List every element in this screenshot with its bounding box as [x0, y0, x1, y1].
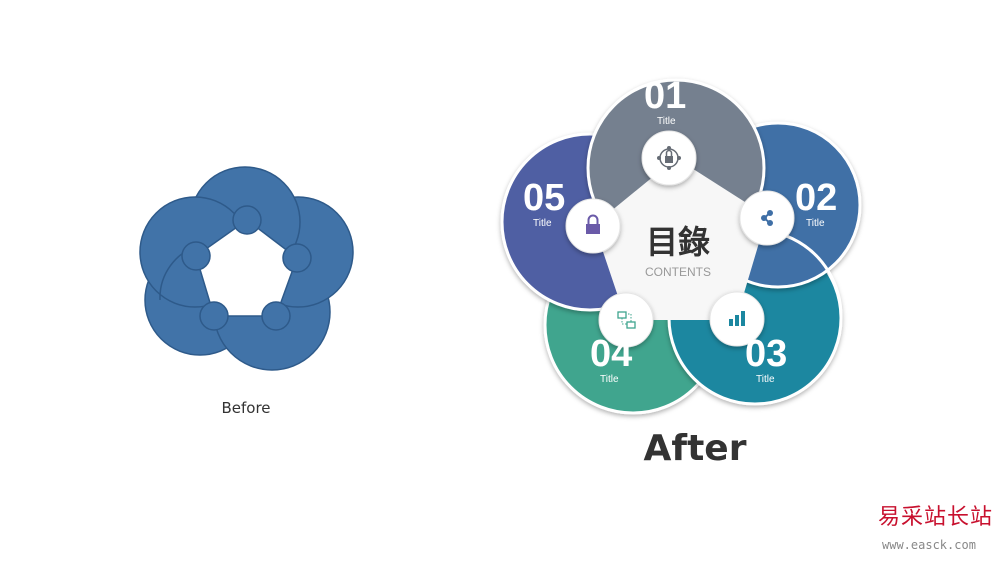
petal-01-number: 01 — [644, 75, 687, 117]
petal-05-title: Title — [533, 218, 552, 229]
share-icon — [761, 210, 773, 226]
petal-02-number: 02 — [795, 177, 838, 219]
petal-01-title: Title — [657, 116, 676, 127]
petal-02-title: Title — [806, 218, 825, 229]
lock-icon — [586, 214, 600, 234]
petal-03-number: 03 — [745, 333, 788, 375]
before-node — [232, 205, 262, 235]
node-05 — [565, 198, 621, 254]
before-node — [282, 243, 312, 273]
petal-05-number: 05 — [523, 177, 566, 219]
node-02 — [739, 190, 795, 246]
bar-chart-icon — [729, 311, 745, 326]
watermark-name: 易采站长站 — [878, 505, 994, 530]
before-node — [261, 301, 291, 331]
watermark-url: www.easck.com — [882, 538, 976, 552]
center-subtitle: CONTENTS — [645, 265, 711, 279]
node-circle — [598, 292, 654, 348]
center-title: 目錄 — [645, 223, 710, 261]
petal-04-number: 04 — [590, 333, 633, 375]
before-node — [199, 301, 229, 331]
node-01 — [641, 130, 697, 186]
before-label: Before — [221, 399, 271, 417]
before-node — [181, 241, 211, 271]
petal-03-title: Title — [756, 374, 775, 385]
node-03 — [709, 291, 765, 347]
petal-04-title: Title — [600, 374, 619, 385]
after-label: After — [643, 428, 747, 469]
flowchart-icon — [617, 311, 636, 329]
node-04 — [598, 292, 654, 348]
before-diagram — [139, 166, 354, 371]
center-pentagon — [594, 158, 767, 320]
network-lock-icon — [657, 146, 681, 170]
